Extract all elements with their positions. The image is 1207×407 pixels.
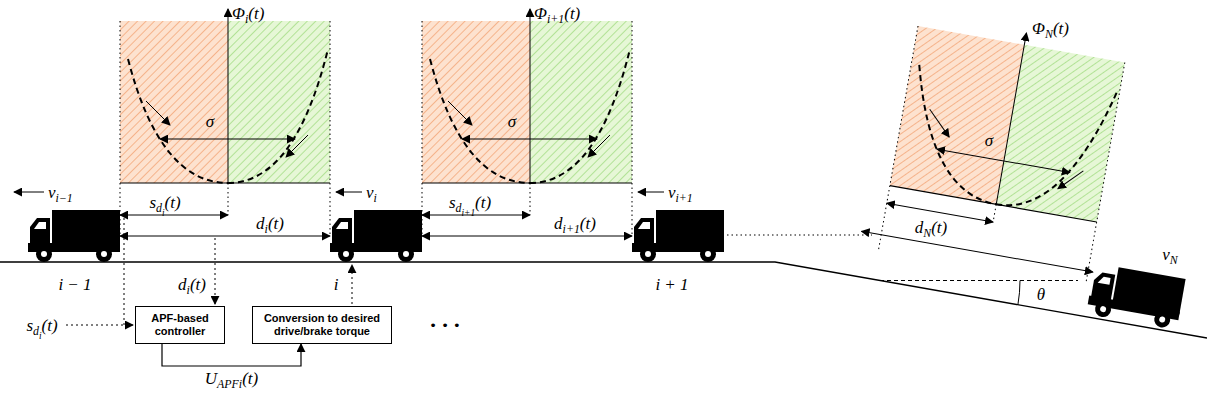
symbol-text: s <box>149 193 156 212</box>
math-label: σ <box>206 113 214 130</box>
symbol-text: (t) <box>165 193 181 212</box>
subscript: i−1 <box>56 191 73 205</box>
box-text: Conversion to desired drive/brake torque <box>258 312 386 338</box>
distance-arrow <box>861 231 1092 272</box>
symbol-text: v <box>668 183 676 202</box>
math-label: sdi(t) <box>26 317 57 334</box>
guide-line <box>1086 222 1097 284</box>
math-label: ΦN(t) <box>1032 20 1069 37</box>
subscript: N <box>1170 253 1178 267</box>
subscript: N <box>1045 27 1053 41</box>
subscript: i <box>245 12 248 26</box>
symbol-text: d <box>256 214 265 233</box>
subscript: N <box>923 226 931 240</box>
math-label: i <box>334 276 339 293</box>
potential-field-panel <box>890 14 1127 222</box>
math-label: σ <box>508 113 516 130</box>
continuation-dots: • • • <box>429 319 460 332</box>
symbol-text: Φ <box>1032 19 1045 38</box>
guide-line <box>993 204 996 222</box>
math-label: vi+1 <box>668 184 693 201</box>
horizontal-reference <box>880 280 1078 281</box>
signal-label: UAPFi(t) <box>203 370 260 387</box>
math-label: i + 1 <box>655 276 688 293</box>
subscript: i+1 <box>676 191 693 205</box>
process-box: Conversion to desired drive/brake torque <box>252 306 392 344</box>
truck-icon <box>28 210 120 262</box>
angle-arc <box>1018 281 1020 305</box>
subscript: i <box>374 191 377 205</box>
symbol-text: d <box>915 218 924 237</box>
subscript: i <box>162 207 165 217</box>
math-label: di(t) <box>256 215 284 232</box>
subscript: d <box>456 201 462 215</box>
math-label: vi−1 <box>48 184 73 201</box>
subscript: i+1 <box>547 12 564 26</box>
subscript: i+1 <box>563 222 580 236</box>
symbol-text: (t) <box>475 193 491 212</box>
symbol-text: (t) <box>1053 19 1069 38</box>
symbol-text: v <box>48 183 56 202</box>
symbol-text: (t) <box>564 4 580 23</box>
potential-field-panel <box>120 9 330 183</box>
subscript: i <box>187 283 190 297</box>
subscript: d <box>33 324 39 338</box>
tilted-panel-group <box>859 11 1132 288</box>
guide-lines <box>120 183 872 236</box>
guide-line <box>878 186 889 251</box>
math-label: di+1(t) <box>554 215 596 232</box>
symbol-text: (t) <box>190 275 206 294</box>
truck-icon <box>330 210 422 262</box>
symbol-text: U <box>205 369 217 388</box>
process-box: APF-based controller <box>135 306 225 344</box>
symbol-text: d <box>178 275 187 294</box>
symbol-text: Φ <box>534 4 547 23</box>
symbol-text: v <box>1162 245 1170 264</box>
math-label: i − 1 <box>58 276 91 293</box>
symbol-text: v <box>366 183 374 202</box>
math-label: vN <box>1162 246 1177 263</box>
math-label: sdi(t) <box>149 194 180 211</box>
subscript: APFi <box>217 377 242 391</box>
symbol-text: Φ <box>232 4 245 23</box>
math-label: Φi(t) <box>232 5 264 22</box>
subscript: i+1 <box>461 207 475 217</box>
math-label: vi <box>366 184 377 201</box>
math-label: sdi+1(t) <box>449 194 491 211</box>
symbol-text: s <box>449 193 456 212</box>
math-label: σ <box>985 132 993 149</box>
symbol-text: (t) <box>42 316 58 335</box>
symbol-text: (t) <box>580 214 596 233</box>
math-label: Φi+1(t) <box>534 5 580 22</box>
symbol-text: (t) <box>248 4 264 23</box>
box-text: APF-based controller <box>141 312 219 338</box>
symbol-text: d <box>554 214 563 233</box>
road-line <box>0 262 1207 338</box>
symbol-text: (t) <box>242 369 258 388</box>
math-label: θ <box>1037 286 1045 303</box>
potential-field-panel <box>422 9 632 183</box>
symbol-text: (t) <box>931 218 947 237</box>
symbol-text: s <box>26 316 33 335</box>
math-label: dN(t) <box>915 219 947 236</box>
subscript: i <box>265 222 268 236</box>
symbol-text: (t) <box>268 214 284 233</box>
signal-connector <box>162 344 301 366</box>
math-label: di(t) <box>178 276 206 293</box>
subscript: d <box>156 201 162 215</box>
truck-icon <box>1086 263 1186 330</box>
truck-icon <box>632 210 724 262</box>
subscript: i <box>39 330 42 340</box>
